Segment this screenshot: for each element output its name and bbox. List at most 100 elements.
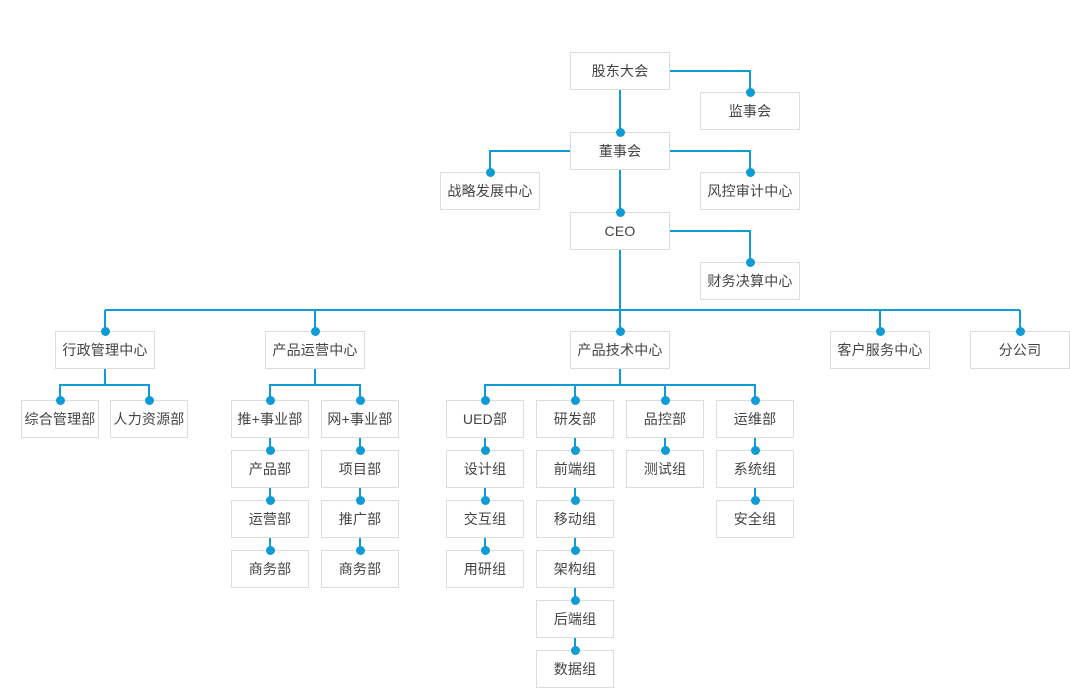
edge-n10-n23 — [484, 369, 621, 400]
org-node-label: 综合管理部 — [24, 411, 96, 427]
org-node-label: 运维部 — [733, 411, 777, 427]
org-node-n16[interactable]: 产品部 — [231, 450, 309, 488]
org-node-n35[interactable]: 运维部 — [716, 400, 794, 438]
org-node-n25[interactable]: 交互组 — [446, 500, 524, 538]
org-node-label: CEO — [604, 223, 636, 239]
org-node-label: 移动组 — [553, 511, 597, 527]
org-node-n2[interactable]: 监事会 — [700, 92, 800, 130]
org-node-n37[interactable]: 安全组 — [716, 500, 794, 538]
org-node-label: 用研组 — [463, 561, 507, 577]
org-node-n9[interactable]: 产品运营中心 — [265, 331, 365, 369]
connector-dot — [480, 495, 490, 505]
org-node-n1[interactable]: 股东大会 — [570, 52, 670, 90]
org-node-n15[interactable]: 推+事业部 — [231, 400, 309, 438]
connector-dot — [265, 495, 275, 505]
connector-dot — [1015, 326, 1025, 336]
connector-dot — [55, 395, 65, 405]
org-node-label: 测试组 — [643, 461, 687, 477]
org-node-label: 推广部 — [338, 511, 382, 527]
connector-dot — [745, 167, 755, 177]
connector-dot — [485, 167, 495, 177]
org-node-label: 产品运营中心 — [272, 342, 358, 358]
edge-n10-n35 — [620, 384, 756, 400]
connector-dot — [570, 645, 580, 655]
org-node-n19[interactable]: 网+事业部 — [321, 400, 399, 438]
org-node-label: 架构组 — [553, 561, 597, 577]
connector-dot — [355, 495, 365, 505]
org-node-label: 项目部 — [338, 461, 382, 477]
org-node-n6[interactable]: CEO — [570, 212, 670, 250]
org-node-n4[interactable]: 战略发展中心 — [440, 172, 540, 210]
connector-dot — [480, 445, 490, 455]
org-node-n28[interactable]: 前端组 — [536, 450, 614, 488]
org-node-n32[interactable]: 数据组 — [536, 650, 614, 688]
connector-dot — [144, 395, 154, 405]
org-node-n11[interactable]: 客户服务中心 — [830, 331, 930, 369]
connector-dot — [615, 127, 625, 137]
org-node-label: 风控审计中心 — [707, 183, 793, 199]
org-node-n22[interactable]: 商务部 — [321, 550, 399, 588]
connector-dot — [570, 445, 580, 455]
org-node-label: 网+事业部 — [327, 411, 393, 427]
org-node-label: UED部 — [462, 411, 508, 427]
org-node-label: 交互组 — [463, 511, 507, 527]
org-node-n21[interactable]: 推广部 — [321, 500, 399, 538]
org-node-n23[interactable]: UED部 — [446, 400, 524, 438]
connector-dot — [750, 395, 760, 405]
org-node-label: 研发部 — [553, 411, 597, 427]
org-node-n7[interactable]: 财务决算中心 — [700, 262, 800, 300]
org-node-label: 董事会 — [598, 143, 642, 159]
org-node-n17[interactable]: 运营部 — [231, 500, 309, 538]
org-node-n14[interactable]: 人力资源部 — [110, 400, 188, 438]
org-node-label: 系统组 — [733, 461, 777, 477]
org-node-n10[interactable]: 产品技术中心 — [570, 331, 670, 369]
org-node-n12[interactable]: 分公司 — [970, 331, 1070, 369]
org-node-label: 数据组 — [553, 661, 597, 677]
org-node-n30[interactable]: 架构组 — [536, 550, 614, 588]
connector-dot — [480, 545, 490, 555]
org-node-label: 产品技术中心 — [577, 342, 663, 358]
connector-dot — [660, 445, 670, 455]
connector-dot — [310, 326, 320, 336]
edge-n3-n4 — [489, 150, 570, 172]
org-node-label: 安全组 — [733, 511, 777, 527]
org-node-n29[interactable]: 移动组 — [536, 500, 614, 538]
org-node-n20[interactable]: 项目部 — [321, 450, 399, 488]
org-node-n36[interactable]: 系统组 — [716, 450, 794, 488]
org-node-label: 推+事业部 — [237, 411, 303, 427]
edge-n10-n33 — [620, 384, 666, 400]
org-node-n31[interactable]: 后端组 — [536, 600, 614, 638]
connector-dot — [355, 395, 365, 405]
org-node-label: 品控部 — [643, 411, 687, 427]
connector-dot — [265, 445, 275, 455]
org-node-n34[interactable]: 测试组 — [626, 450, 704, 488]
connector-dot — [100, 326, 110, 336]
connector-dot — [355, 545, 365, 555]
org-node-label: 客户服务中心 — [837, 342, 923, 358]
org-node-label: 前端组 — [553, 461, 597, 477]
org-node-n27[interactable]: 研发部 — [536, 400, 614, 438]
org-node-n13[interactable]: 综合管理部 — [21, 400, 99, 438]
connector-dot — [875, 326, 885, 336]
org-node-n24[interactable]: 设计组 — [446, 450, 524, 488]
org-node-n8[interactable]: 行政管理中心 — [55, 331, 155, 369]
org-node-n33[interactable]: 品控部 — [626, 400, 704, 438]
connector-dot — [745, 87, 755, 97]
org-node-label: 监事会 — [728, 103, 772, 119]
connector-dot — [570, 545, 580, 555]
org-node-label: 战略发展中心 — [447, 183, 533, 199]
edge-n8-n13 — [59, 369, 106, 400]
org-node-label: 财务决算中心 — [707, 273, 793, 289]
org-node-label: 行政管理中心 — [62, 342, 148, 358]
org-node-n5[interactable]: 风控审计中心 — [700, 172, 800, 210]
connector-dot — [615, 326, 625, 336]
org-node-n26[interactable]: 用研组 — [446, 550, 524, 588]
org-node-label: 后端组 — [553, 611, 597, 627]
org-node-label: 商务部 — [248, 561, 292, 577]
edge-n1-n2 — [670, 70, 751, 92]
org-node-n18[interactable]: 商务部 — [231, 550, 309, 588]
org-node-label: 人力资源部 — [113, 411, 185, 427]
edge-n9-n15 — [269, 369, 316, 400]
org-node-n3[interactable]: 董事会 — [570, 132, 670, 170]
